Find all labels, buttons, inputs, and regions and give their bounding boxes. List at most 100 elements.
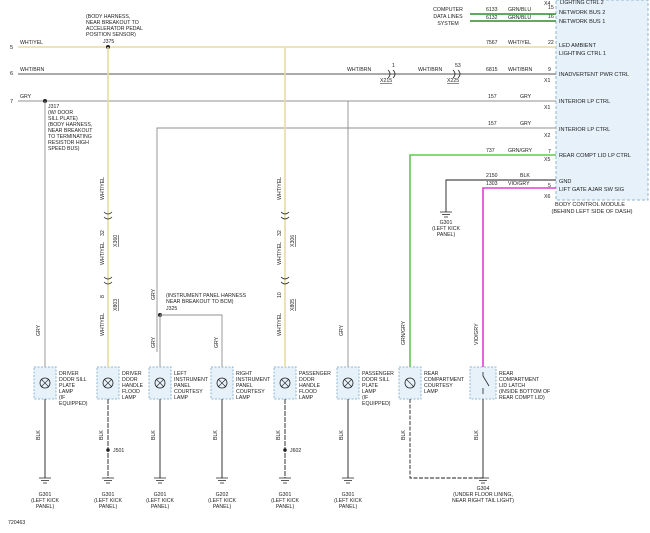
component-label-passenger-sill: PASSENGER DOOR SILL PLATE LAMP (IF EQUIP… bbox=[362, 371, 394, 407]
wire-color-label: BLK bbox=[339, 430, 345, 440]
svg-text:INSTRUMENT: INSTRUMENT bbox=[236, 377, 271, 383]
svg-text:LAMP: LAMP bbox=[174, 395, 189, 401]
inline-connector-x225[interactable] bbox=[452, 69, 461, 79]
svg-text:LAMP: LAMP bbox=[236, 395, 251, 401]
component-label-driver-sill: DRIVER DOOR SILL PLATE LAMP (IF EQUIPPED… bbox=[59, 371, 88, 407]
wire-color-label: BLK bbox=[276, 430, 282, 440]
svg-text:PASSENGER: PASSENGER bbox=[362, 371, 394, 377]
svg-text:COURTESY: COURTESY bbox=[174, 389, 203, 395]
component-rear-compartment-lid-latch[interactable] bbox=[469, 366, 497, 400]
wire-color-label: GRN/BLU bbox=[508, 15, 531, 21]
ground-label: G301 bbox=[440, 220, 453, 226]
wire-color-label: BLK bbox=[401, 430, 407, 440]
inline-connector-x805[interactable] bbox=[280, 276, 290, 285]
ground-symbol bbox=[440, 211, 452, 218]
splice-note: NEAR BREAKOUT TO BCM) bbox=[166, 299, 234, 305]
svg-text:PLATE: PLATE bbox=[59, 383, 76, 389]
splice-note: SILL PLATE) bbox=[48, 116, 78, 122]
svg-text:PANEL): PANEL) bbox=[339, 504, 358, 510]
wire-color-label: GRY bbox=[20, 94, 32, 100]
component-passenger-door-handle-lamp[interactable] bbox=[273, 366, 297, 400]
gry-j325-bus[interactable] bbox=[160, 314, 223, 352]
bcm-pin-label-led-ambient: LED AMBIENT bbox=[559, 43, 597, 49]
svg-text:COMPARTMENT: COMPARTMENT bbox=[424, 377, 465, 383]
body-control-module[interactable] bbox=[555, 0, 649, 201]
wire-circuit-label: 157 bbox=[488, 121, 497, 127]
computer-data-lines-label: SYSTEM bbox=[437, 21, 458, 27]
splice-note: NEAR BREAKOUT TO bbox=[86, 20, 139, 26]
inline-connector-x360[interactable] bbox=[103, 211, 113, 220]
inline-connector-x215[interactable] bbox=[387, 69, 396, 79]
vio-gry-wire[interactable] bbox=[482, 187, 556, 352]
component-right-ip-courtesy-lamp[interactable] bbox=[210, 366, 234, 400]
page-ref-6: 6 bbox=[10, 71, 13, 77]
inline-connector-x306[interactable] bbox=[280, 211, 290, 220]
splice-note: SPEED BUS) bbox=[48, 146, 80, 152]
gry-wire-interior-lp2[interactable] bbox=[156, 127, 556, 352]
inline-pin-label: 32 bbox=[100, 230, 106, 236]
bcm-pin-number: 15 bbox=[548, 5, 554, 11]
svg-text:LEFT: LEFT bbox=[174, 371, 188, 377]
bcm-ground-wire[interactable] bbox=[445, 179, 556, 212]
svg-text:PANEL): PANEL) bbox=[276, 504, 295, 510]
component-left-ip-courtesy-lamp[interactable] bbox=[148, 366, 172, 400]
wire-color-label: GRY bbox=[151, 288, 157, 300]
svg-text:(IF: (IF bbox=[362, 395, 368, 401]
bcm-pin-label-inadvertent-pwr: INADVERTENT PWR CTRL bbox=[559, 72, 629, 78]
svg-text:LAMP: LAMP bbox=[59, 389, 74, 395]
wire-color-label: BLK bbox=[36, 430, 42, 440]
svg-text:EQUIPPED): EQUIPPED) bbox=[362, 401, 391, 407]
svg-text:PANEL): PANEL) bbox=[99, 504, 118, 510]
svg-text:HANDLE: HANDLE bbox=[122, 383, 144, 389]
wire-circuit-label: 7567 bbox=[486, 40, 498, 46]
splice-note: (BODY HARNESS, bbox=[86, 14, 130, 20]
svg-text:RIGHT: RIGHT bbox=[236, 371, 253, 377]
component-passenger-door-sill-lamp[interactable] bbox=[336, 366, 360, 400]
svg-text:G301: G301 bbox=[342, 492, 355, 498]
bcm-pin-number: 7 bbox=[548, 149, 551, 155]
splice-j602[interactable] bbox=[283, 448, 287, 452]
splice-id: J375 bbox=[103, 39, 114, 45]
svg-text:(UNDER FLOOR LINING,: (UNDER FLOOR LINING, bbox=[453, 492, 513, 498]
component-label-right-ip: RIGHT INSTRUMENT PANEL COURTESY LAMP bbox=[236, 371, 271, 401]
svg-text:(LEFT KICK: (LEFT KICK bbox=[208, 498, 236, 504]
component-driver-door-sill-lamp[interactable] bbox=[33, 366, 57, 400]
component-label-driver-handle: DRIVER DOOR HANDLE FLOOD LAMP bbox=[122, 371, 144, 401]
svg-text:DOOR SILL: DOOR SILL bbox=[362, 377, 390, 383]
ground-symbols bbox=[39, 477, 489, 484]
svg-text:PASSENGER: PASSENGER bbox=[299, 371, 331, 377]
wire-color-label: WHT/YEL bbox=[508, 40, 531, 46]
splice-note: ACCELERATOR PEDAL bbox=[86, 26, 143, 32]
wire-color-label: BLK bbox=[151, 430, 157, 440]
svg-text:PANEL): PANEL) bbox=[213, 504, 232, 510]
wire-circuit-label: 6133 bbox=[486, 7, 498, 13]
bcm-pin-number: 5 bbox=[548, 183, 551, 189]
wire-color-label: GRY bbox=[520, 121, 532, 127]
component-rear-compartment-courtesy-lamp[interactable] bbox=[398, 366, 422, 400]
svg-text:LAMP: LAMP bbox=[362, 389, 377, 395]
inline-pin-label: 10 bbox=[277, 292, 283, 298]
splice-j501[interactable] bbox=[106, 448, 110, 452]
svg-text:LAMP: LAMP bbox=[122, 395, 137, 401]
blk-ground-wire-rear[interactable] bbox=[409, 399, 483, 479]
component-driver-door-handle-lamp[interactable] bbox=[96, 366, 120, 400]
ground-label: (LEFT KICK bbox=[432, 226, 460, 232]
wire-color-label: BLK bbox=[99, 430, 105, 440]
bcm-subtitle: (BEHIND LEFT SIDE OF DASH) bbox=[551, 209, 632, 215]
wire-color-label: WHT/YEL bbox=[100, 177, 106, 200]
computer-data-lines-label: DATA LINES bbox=[433, 14, 463, 20]
svg-text:PANEL): PANEL) bbox=[151, 504, 170, 510]
svg-text:PANEL): PANEL) bbox=[36, 504, 55, 510]
inline-pin-label: 32 bbox=[277, 230, 283, 236]
bcm-tag: X1 bbox=[544, 105, 550, 111]
svg-text:DOOR SILL: DOOR SILL bbox=[59, 377, 87, 383]
grn-gry-wire[interactable] bbox=[409, 154, 556, 352]
inline-connector-x803[interactable] bbox=[103, 276, 113, 285]
wire-color-label: WHT/BRN bbox=[418, 67, 442, 73]
bcm-tag: X1 bbox=[544, 78, 550, 84]
bcm-title: BODY CONTROL MODULE bbox=[555, 202, 625, 208]
bcm-tag: X2 bbox=[544, 133, 550, 139]
svg-text:(LEFT KICK: (LEFT KICK bbox=[31, 498, 59, 504]
svg-text:PANEL: PANEL bbox=[236, 383, 253, 389]
wire-circuit-label: 737 bbox=[486, 148, 495, 154]
